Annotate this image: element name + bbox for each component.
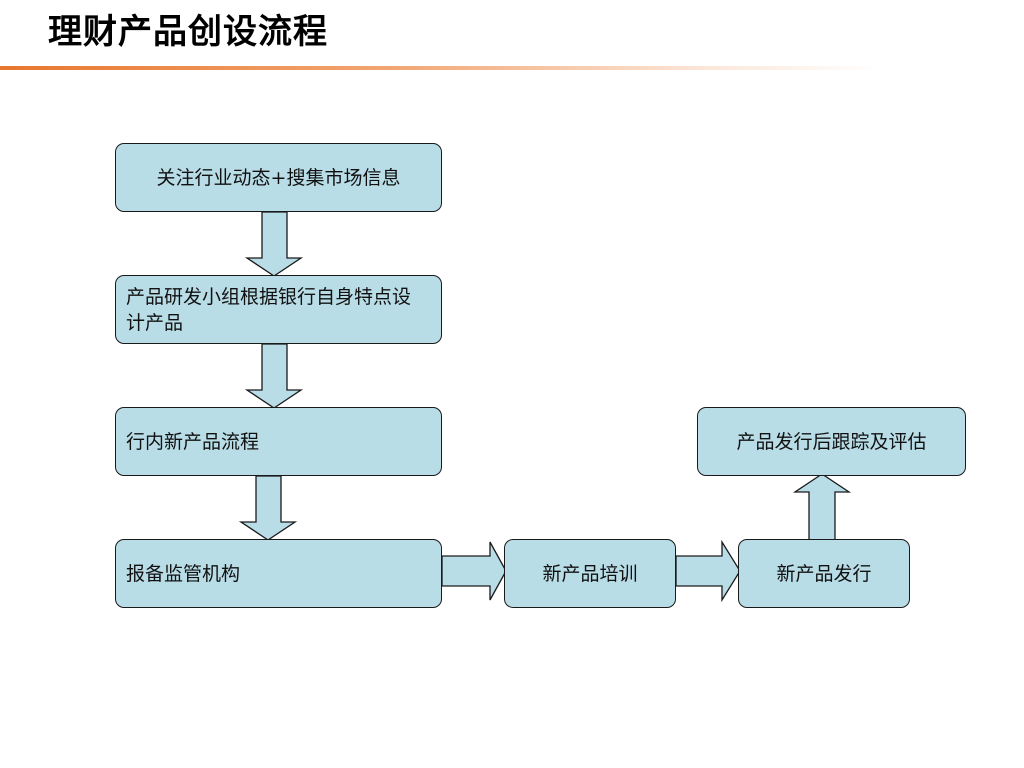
step-issue-box: 新产品发行 [738, 539, 910, 608]
step-design-box: 产品研发小组根据银行自身特点设计产品 [115, 275, 442, 344]
title-divider [0, 66, 880, 70]
step-tracking-box: 产品发行后跟踪及评估 [697, 407, 966, 476]
arrow-right-1 [441, 541, 507, 601]
step-training-label: 新产品培训 [542, 562, 638, 585]
step-training-box: 新产品培训 [504, 539, 676, 608]
page-title: 理财产品创设流程 [48, 12, 328, 52]
step-report-label: 报备监管机构 [126, 562, 241, 585]
arrow-down-3 [238, 475, 298, 541]
arrow-up-1 [792, 473, 852, 541]
step-issue-label: 新产品发行 [776, 562, 872, 585]
arrow-down-1 [244, 211, 304, 277]
step-design-label: 产品研发小组根据银行自身特点设计产品 [126, 285, 412, 334]
step-report-box: 报备监管机构 [115, 539, 442, 608]
step-internal-label: 行内新产品流程 [126, 430, 260, 453]
step-tracking-label: 产品发行后跟踪及评估 [736, 430, 927, 453]
step-internal-box: 行内新产品流程 [115, 407, 442, 476]
step-monitor-label: 关注行业动态+搜集市场信息 [156, 166, 401, 189]
arrow-right-2 [675, 539, 741, 603]
arrow-down-2 [244, 343, 304, 409]
step-monitor-box: 关注行业动态+搜集市场信息 [115, 143, 442, 212]
